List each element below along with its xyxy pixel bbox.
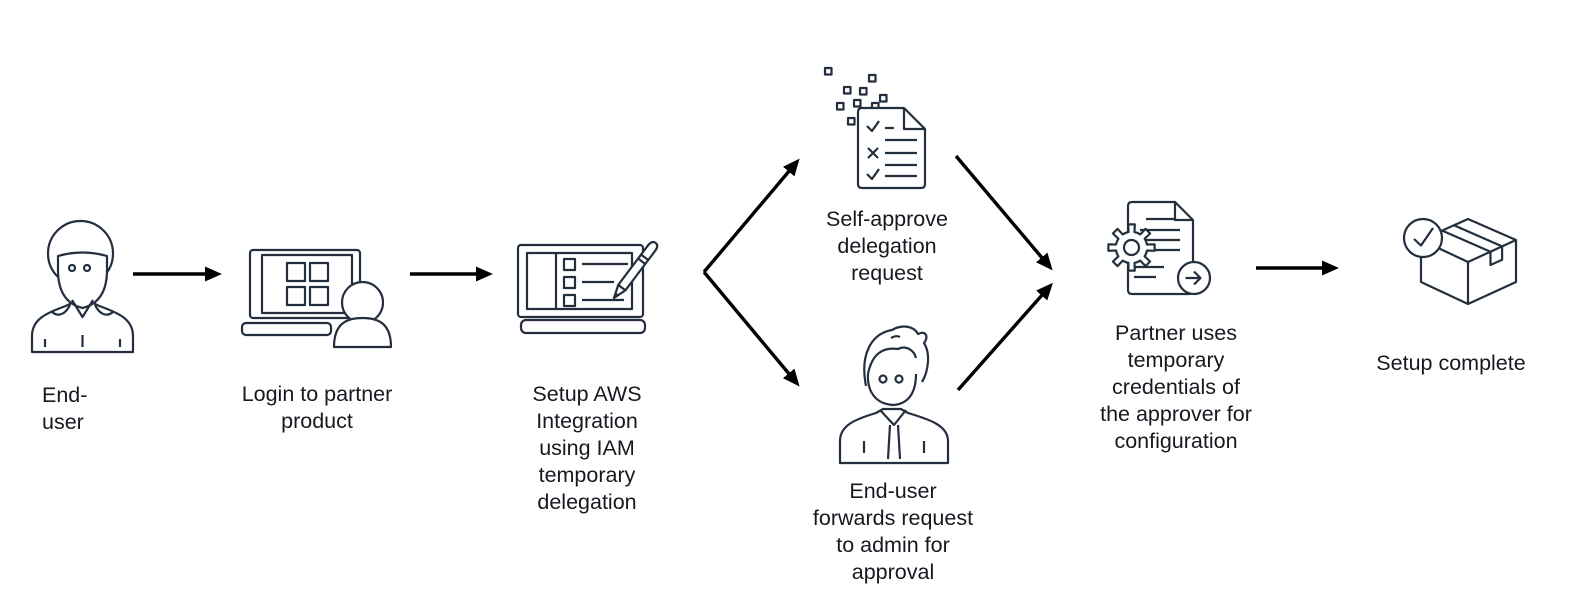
admin-user-icon [836,322,954,465]
document-gear-arrow-icon [1100,198,1214,298]
node-label-self-approve: Self-approve delegation request [826,207,948,285]
document-checklist-pixels-icon [818,58,928,192]
node-label-complete: Setup complete [1376,351,1526,375]
node-label-forward: End-user forwards request to admin for a… [812,479,974,584]
arrow-setup-to-forward [702,270,800,387]
package-check-icon [1398,212,1520,307]
pixel-squares [823,66,888,126]
node-label-partner: Partner uses temporary credentials of th… [1100,321,1252,453]
node-label-login: Login to partner product [241,382,393,433]
user-icon [30,219,135,354]
node-label-end-user: End- user [42,383,88,434]
node-label-setup: Setup AWS Integration using IAM temporar… [532,382,642,514]
laptop-user-icon [240,246,393,349]
arrow-forward-to-partner [956,282,1053,392]
laptop-checklist-pencil-icon [514,240,660,335]
